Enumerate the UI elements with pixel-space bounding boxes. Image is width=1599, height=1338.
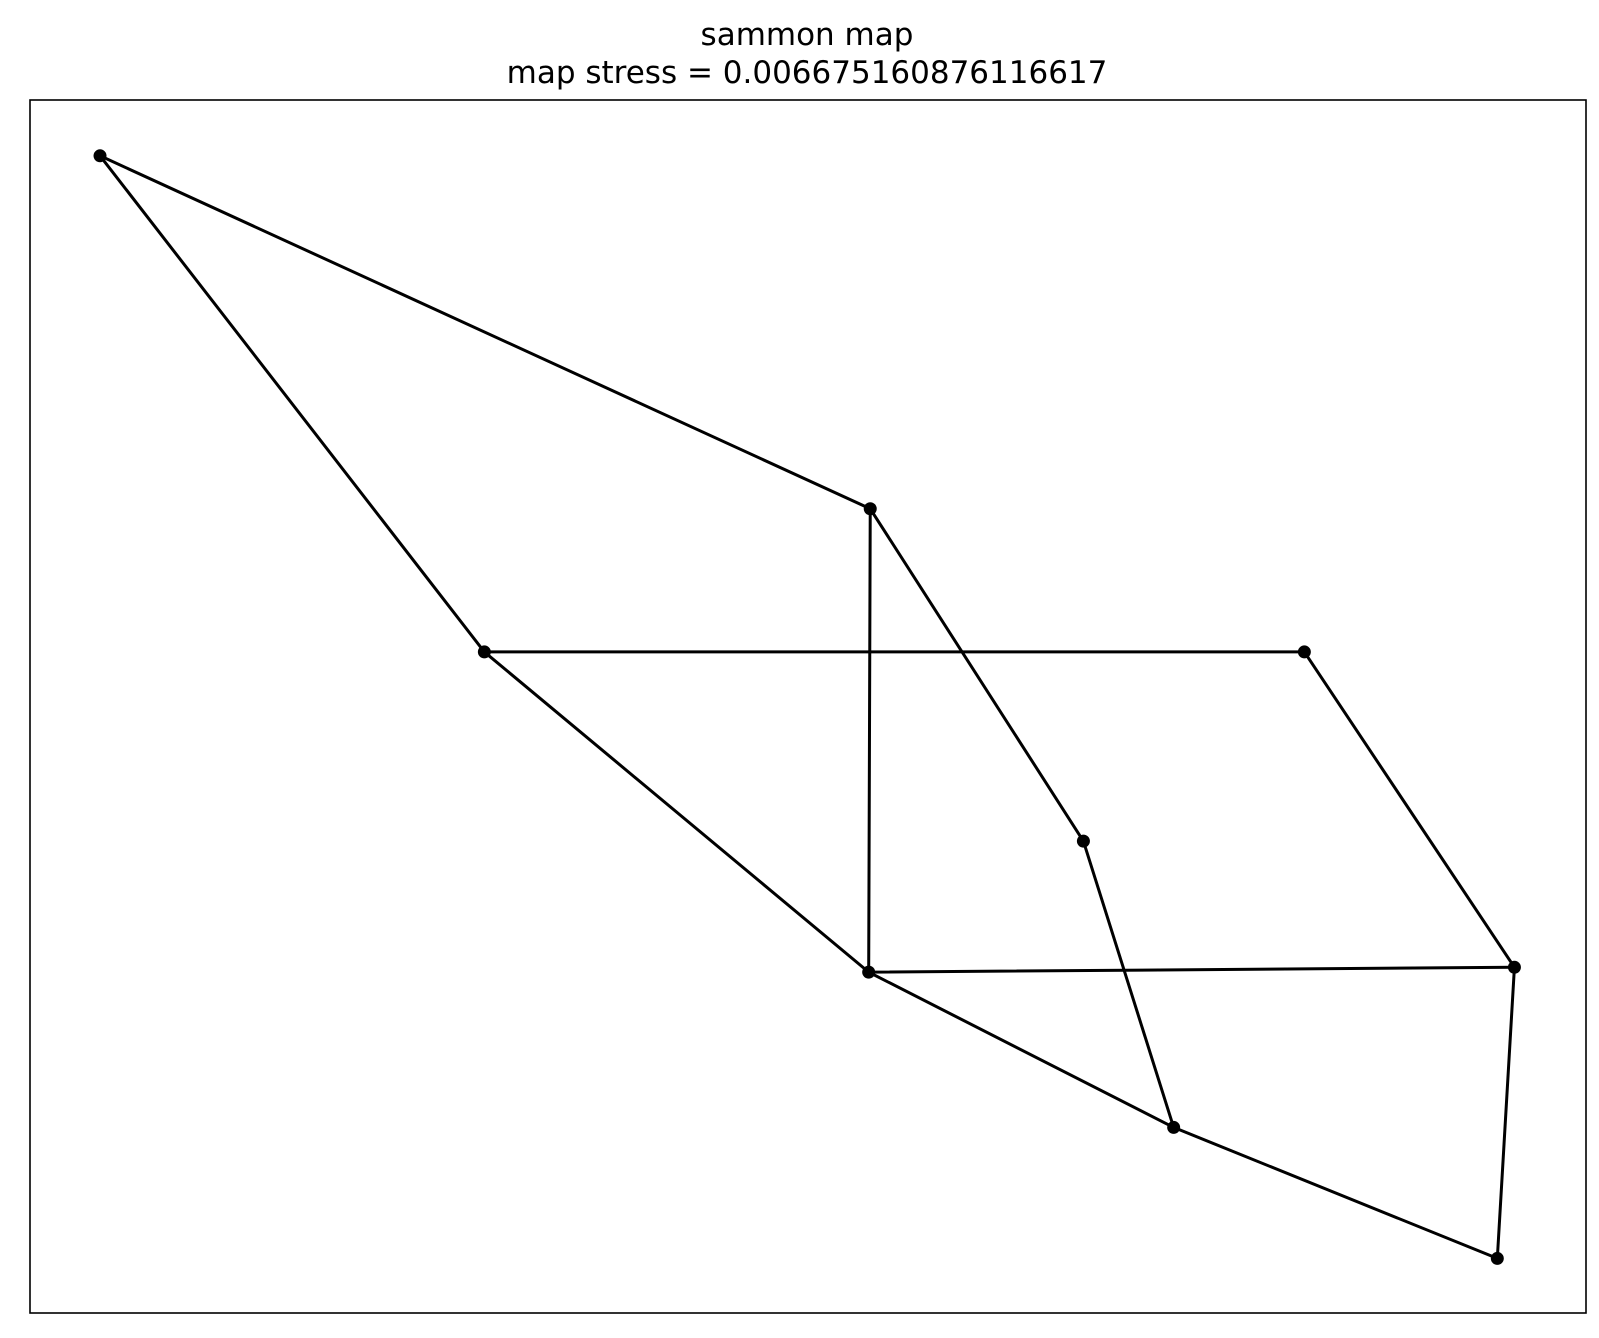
point-H	[1167, 1120, 1181, 1134]
edge-G-I	[1495, 965, 1516, 1260]
chart-title: sammon map	[701, 17, 914, 53]
edge-C-F	[867, 507, 872, 974]
point-E	[1076, 834, 1090, 848]
points-layer	[93, 149, 1521, 1265]
edge-E-H	[1081, 839, 1176, 1129]
point-D	[1297, 645, 1311, 659]
edges-layer	[98, 154, 1516, 1260]
axes-frame	[29, 99, 1587, 1314]
chart-subtitle: map stress = 0.006675160876116617	[507, 55, 1108, 91]
point-A	[93, 149, 107, 163]
point-C	[863, 502, 877, 516]
point-I	[1490, 1251, 1504, 1265]
edge-C-E	[868, 507, 1085, 843]
point-G	[1507, 960, 1521, 974]
edge-A-B	[98, 154, 486, 654]
edge-H-I	[1172, 1125, 1499, 1260]
edge-D-G	[1302, 650, 1516, 969]
plot-area	[93, 149, 1521, 1265]
edge-A-C	[98, 154, 872, 511]
point-B	[477, 645, 491, 659]
edge-B-F	[482, 650, 871, 974]
edge-F-H	[867, 970, 1176, 1129]
edge-F-G	[867, 965, 1516, 974]
point-F	[862, 965, 876, 979]
